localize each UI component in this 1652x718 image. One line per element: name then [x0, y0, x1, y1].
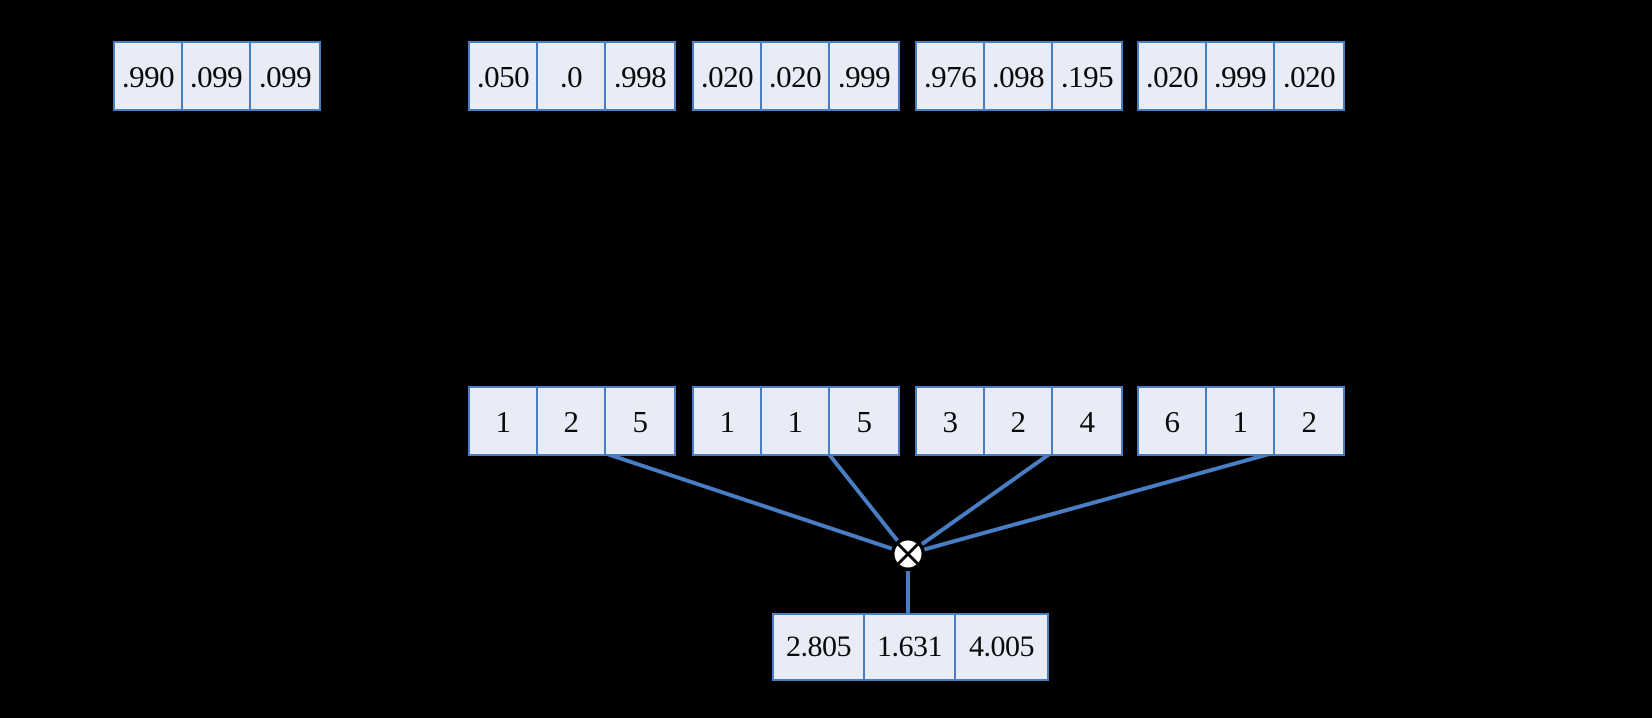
prob-group-1-cell-2: .099 — [251, 43, 319, 109]
int-group-3-cell-0: 3 — [917, 388, 985, 454]
result-vector-cell-2: 4.005 — [956, 615, 1047, 679]
int-group-4-cell-2: 2 — [1275, 388, 1343, 454]
int-group-1-cell-1: 2 — [538, 388, 606, 454]
int-group-2-cell-0: 1 — [694, 388, 762, 454]
edge-int-group-4-to-node — [923, 451, 1274, 552]
prob-group-1-cell-1: .099 — [183, 43, 251, 109]
int-group-2-cell-1: 1 — [762, 388, 830, 454]
prob-group-4: .976.098.195 — [915, 41, 1123, 111]
prob-group-5: .020.999.020 — [1137, 41, 1345, 111]
int-group-1-cell-2: 5 — [606, 388, 674, 454]
prob-group-3-cell-0: .020 — [694, 43, 762, 109]
result-vector-cell-0: 2.805 — [774, 615, 865, 679]
prob-group-4-cell-2: .195 — [1053, 43, 1121, 109]
prob-group-3: .020.020.999 — [692, 41, 900, 111]
prob-group-5-cell-2: .020 — [1275, 43, 1343, 109]
edge-int-group-3-to-node — [920, 451, 1053, 546]
prob-group-2-cell-1: .0 — [538, 43, 606, 109]
result-vector-cell-1: 1.631 — [865, 615, 956, 679]
edge-int-group-1-to-node — [603, 451, 893, 551]
multiply-operator-icon[interactable] — [891, 537, 925, 571]
int-group-2-cell-2: 5 — [830, 388, 898, 454]
int-group-3-cell-2: 4 — [1053, 388, 1121, 454]
edge-int-group-2-to-node — [826, 451, 900, 542]
prob-group-5-cell-0: .020 — [1139, 43, 1207, 109]
prob-group-4-cell-0: .976 — [917, 43, 985, 109]
prob-group-1: .990.099.099 — [113, 41, 321, 111]
prob-group-5-cell-1: .999 — [1207, 43, 1275, 109]
int-group-1-cell-0: 1 — [470, 388, 538, 454]
prob-group-3-cell-1: .020 — [762, 43, 830, 109]
prob-group-2: .050.0.998 — [468, 41, 676, 111]
prob-group-2-cell-2: .998 — [606, 43, 674, 109]
prob-group-3-cell-2: .999 — [830, 43, 898, 109]
int-group-4-cell-0: 6 — [1139, 388, 1207, 454]
prob-group-4-cell-1: .098 — [985, 43, 1053, 109]
int-group-4-cell-1: 1 — [1207, 388, 1275, 454]
prob-group-2-cell-0: .050 — [470, 43, 538, 109]
prob-group-1-cell-0: .990 — [115, 43, 183, 109]
int-group-3-cell-1: 2 — [985, 388, 1053, 454]
